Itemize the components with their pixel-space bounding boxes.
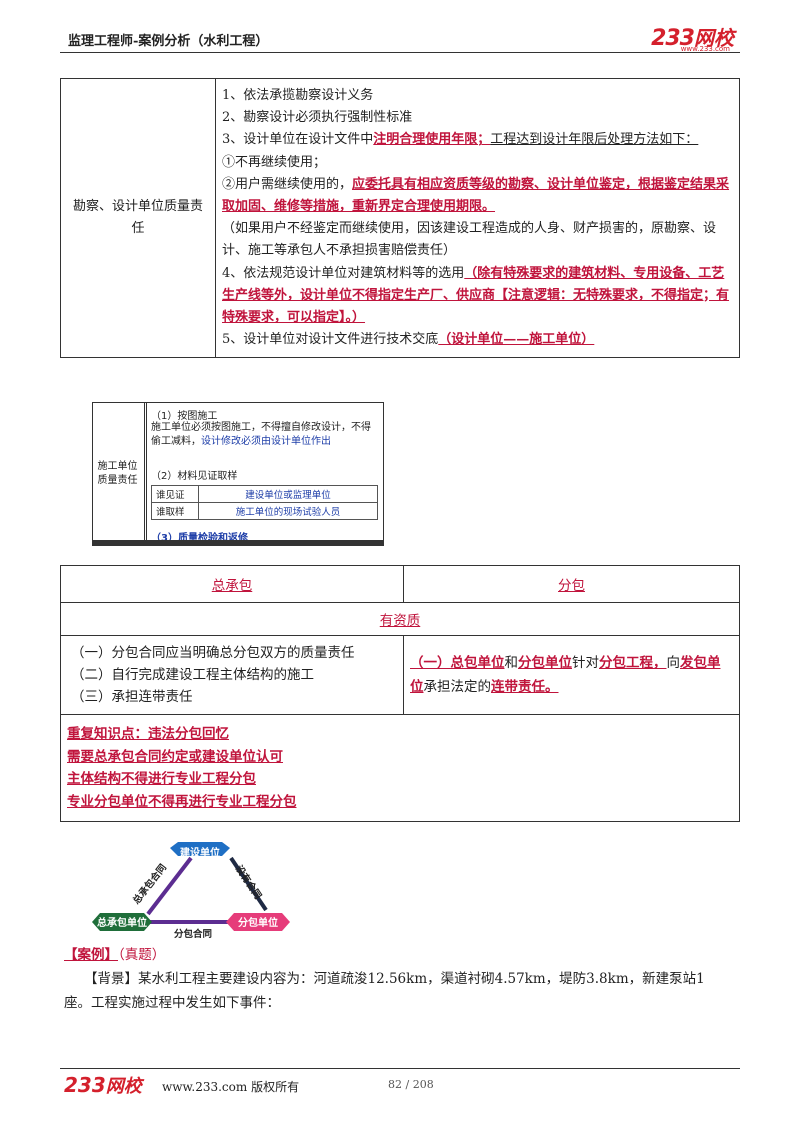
footer-copyright[interactable]: www.233.com 版权所有 bbox=[162, 1080, 300, 1094]
case-tag: 【案例】（真题） bbox=[64, 947, 166, 963]
t1-line8: 5、设计单位对设计文件进行技术交底（设计单位——施工单位） bbox=[222, 332, 595, 348]
t1-line7: 4、依法规范设计单位对建筑材料等的选用（除有特殊要求的建筑材料、专用设备、工艺生… bbox=[222, 265, 730, 326]
list-item: 主体结构不得进行专业工程分包 bbox=[67, 771, 256, 787]
node-top-shape bbox=[170, 842, 230, 856]
box2-text-1: 施工单位必须按图施工，不得擅自修改设计，不得偷工减料，设计修改必须由设计单位作出 bbox=[151, 422, 371, 447]
page-number: 82 / 208 bbox=[388, 1078, 434, 1091]
box2-left-label: 施工单位质量责任 bbox=[97, 461, 138, 486]
joint-liability-text: （一）总包单位和分包单位针对分包工程，向发包单位承担法定的连带责任。 bbox=[403, 635, 740, 715]
construction-unit-figure: 施工单位质量责任 （1）按图施工 施工单位必须按图施工，不得擅自修改设计，不得偷… bbox=[92, 402, 384, 546]
table1-left-label: 勘察、设计单位质量责任 bbox=[60, 77, 216, 359]
node-left-label: 总承包单位 bbox=[97, 916, 147, 929]
subcontract-table: 总承包 分包 有资质 （一）分包合同应当明确总分包双方的质量责任 （二）自行完成… bbox=[60, 565, 740, 822]
col-subcontract: 分包 bbox=[403, 565, 740, 603]
list-item: （一）分包合同应当明确总分包双方的质量责任 bbox=[71, 645, 355, 661]
list-item: （二）自行完成建设工程主体结构的施工 bbox=[71, 667, 314, 683]
list-item: 专业分包单位不得再进行专业工程分包 bbox=[67, 793, 297, 810]
edge-right bbox=[229, 856, 268, 912]
logo-text: 网校 bbox=[694, 26, 734, 50]
col-general-contract: 总承包 bbox=[60, 565, 404, 603]
box2-heading-2: （2）材料见证取样 bbox=[151, 471, 238, 482]
t1-line4: ①不再继续使用； bbox=[222, 154, 327, 170]
edge-bottom-label: 分包合同 bbox=[174, 928, 212, 940]
box2-bottom-bar bbox=[93, 540, 383, 545]
box2-heading-1: （1）按图施工 bbox=[151, 411, 218, 422]
edge-left bbox=[146, 856, 193, 916]
general-contract-duties: （一）分包合同应当明确总分包双方的质量责任 （二）自行完成建设工程主体结构的施工… bbox=[60, 635, 404, 715]
t1-line5: ②用户需继续使用的，应委托具有相应资质等级的勘察、设计单位鉴定，根据鉴定结果采取… bbox=[222, 176, 730, 215]
brand-logo[interactable]: 233网校 bbox=[651, 22, 734, 51]
t1-line6: （如果用户不经鉴定而继续使用，因该建设工程造成的人身、财产损害的，原勘察、设计、… bbox=[222, 221, 717, 259]
t1-line1: 1、依法承揽勘察设计义务 bbox=[222, 88, 374, 103]
table-row: 谁取样施工单位的现场试验人员 bbox=[151, 502, 378, 520]
t1-line2: 2、勘察设计必须执行强制性标准 bbox=[222, 110, 413, 126]
list-item: 需要总承包合同约定或建设单位认可 bbox=[67, 748, 283, 765]
witness-sampling-table: 谁见证建设单位或监理单位 谁取样施工单位的现场试验人员 bbox=[151, 485, 378, 520]
document-header-title: 监理工程师-案例分析（水利工程） bbox=[68, 34, 269, 49]
header-rule bbox=[60, 52, 740, 53]
box2-divider bbox=[144, 403, 147, 545]
edge-right-label: 没有合同 bbox=[233, 863, 264, 901]
footer-rule bbox=[60, 1068, 740, 1069]
node-right-shape bbox=[226, 913, 290, 931]
footer-logo[interactable]: 233网校 bbox=[64, 1073, 142, 1097]
logo-number: 233 bbox=[651, 26, 695, 51]
logo-url: www.233.com bbox=[680, 45, 730, 53]
table-row: 谁见证建设单位或监理单位 bbox=[151, 485, 378, 503]
node-right-label: 分包单位 bbox=[238, 916, 278, 929]
case-background-line2: 座。工程实施过程中发生如下事件： bbox=[64, 995, 280, 1011]
design-unit-responsibility-table: 勘察、设计单位质量责任 1、依法承揽勘察设计义务 2、勘察设计必须执行强制性标准… bbox=[60, 77, 740, 359]
box2-heading-3: （3）质量检验和返修 bbox=[151, 533, 248, 544]
contract-relationship-diagram: 建设单位 总承包单位 分包单位 总承包合同 没有合同 分包合同 bbox=[92, 842, 290, 940]
node-top-label: 建设单位 bbox=[179, 846, 220, 859]
case-background-line1: 【背景】某水利工程主要建设内容为：河道疏浚12.56km，渠道衬砌4.57km，… bbox=[84, 971, 705, 987]
edge-left-label: 总承包合同 bbox=[130, 862, 169, 907]
qualification-row: 有资质 bbox=[60, 602, 740, 636]
table1-content: 1、依法承揽勘察设计义务 2、勘察设计必须执行强制性标准 3、设计单位在设计文件… bbox=[215, 77, 740, 359]
node-left-shape bbox=[92, 913, 152, 931]
list-item: 重复知识点：违法分包回忆 bbox=[67, 726, 229, 742]
list-item: （三）承担连带责任 bbox=[71, 689, 193, 705]
t1-line3: 3、设计单位在设计文件中注明合理使用年限；工程达到设计年限后处理方法如下： bbox=[222, 132, 699, 148]
illegal-subcontract-notes: 重复知识点：违法分包回忆 需要总承包合同约定或建设单位认可 主体结构不得进行专业… bbox=[60, 714, 740, 822]
